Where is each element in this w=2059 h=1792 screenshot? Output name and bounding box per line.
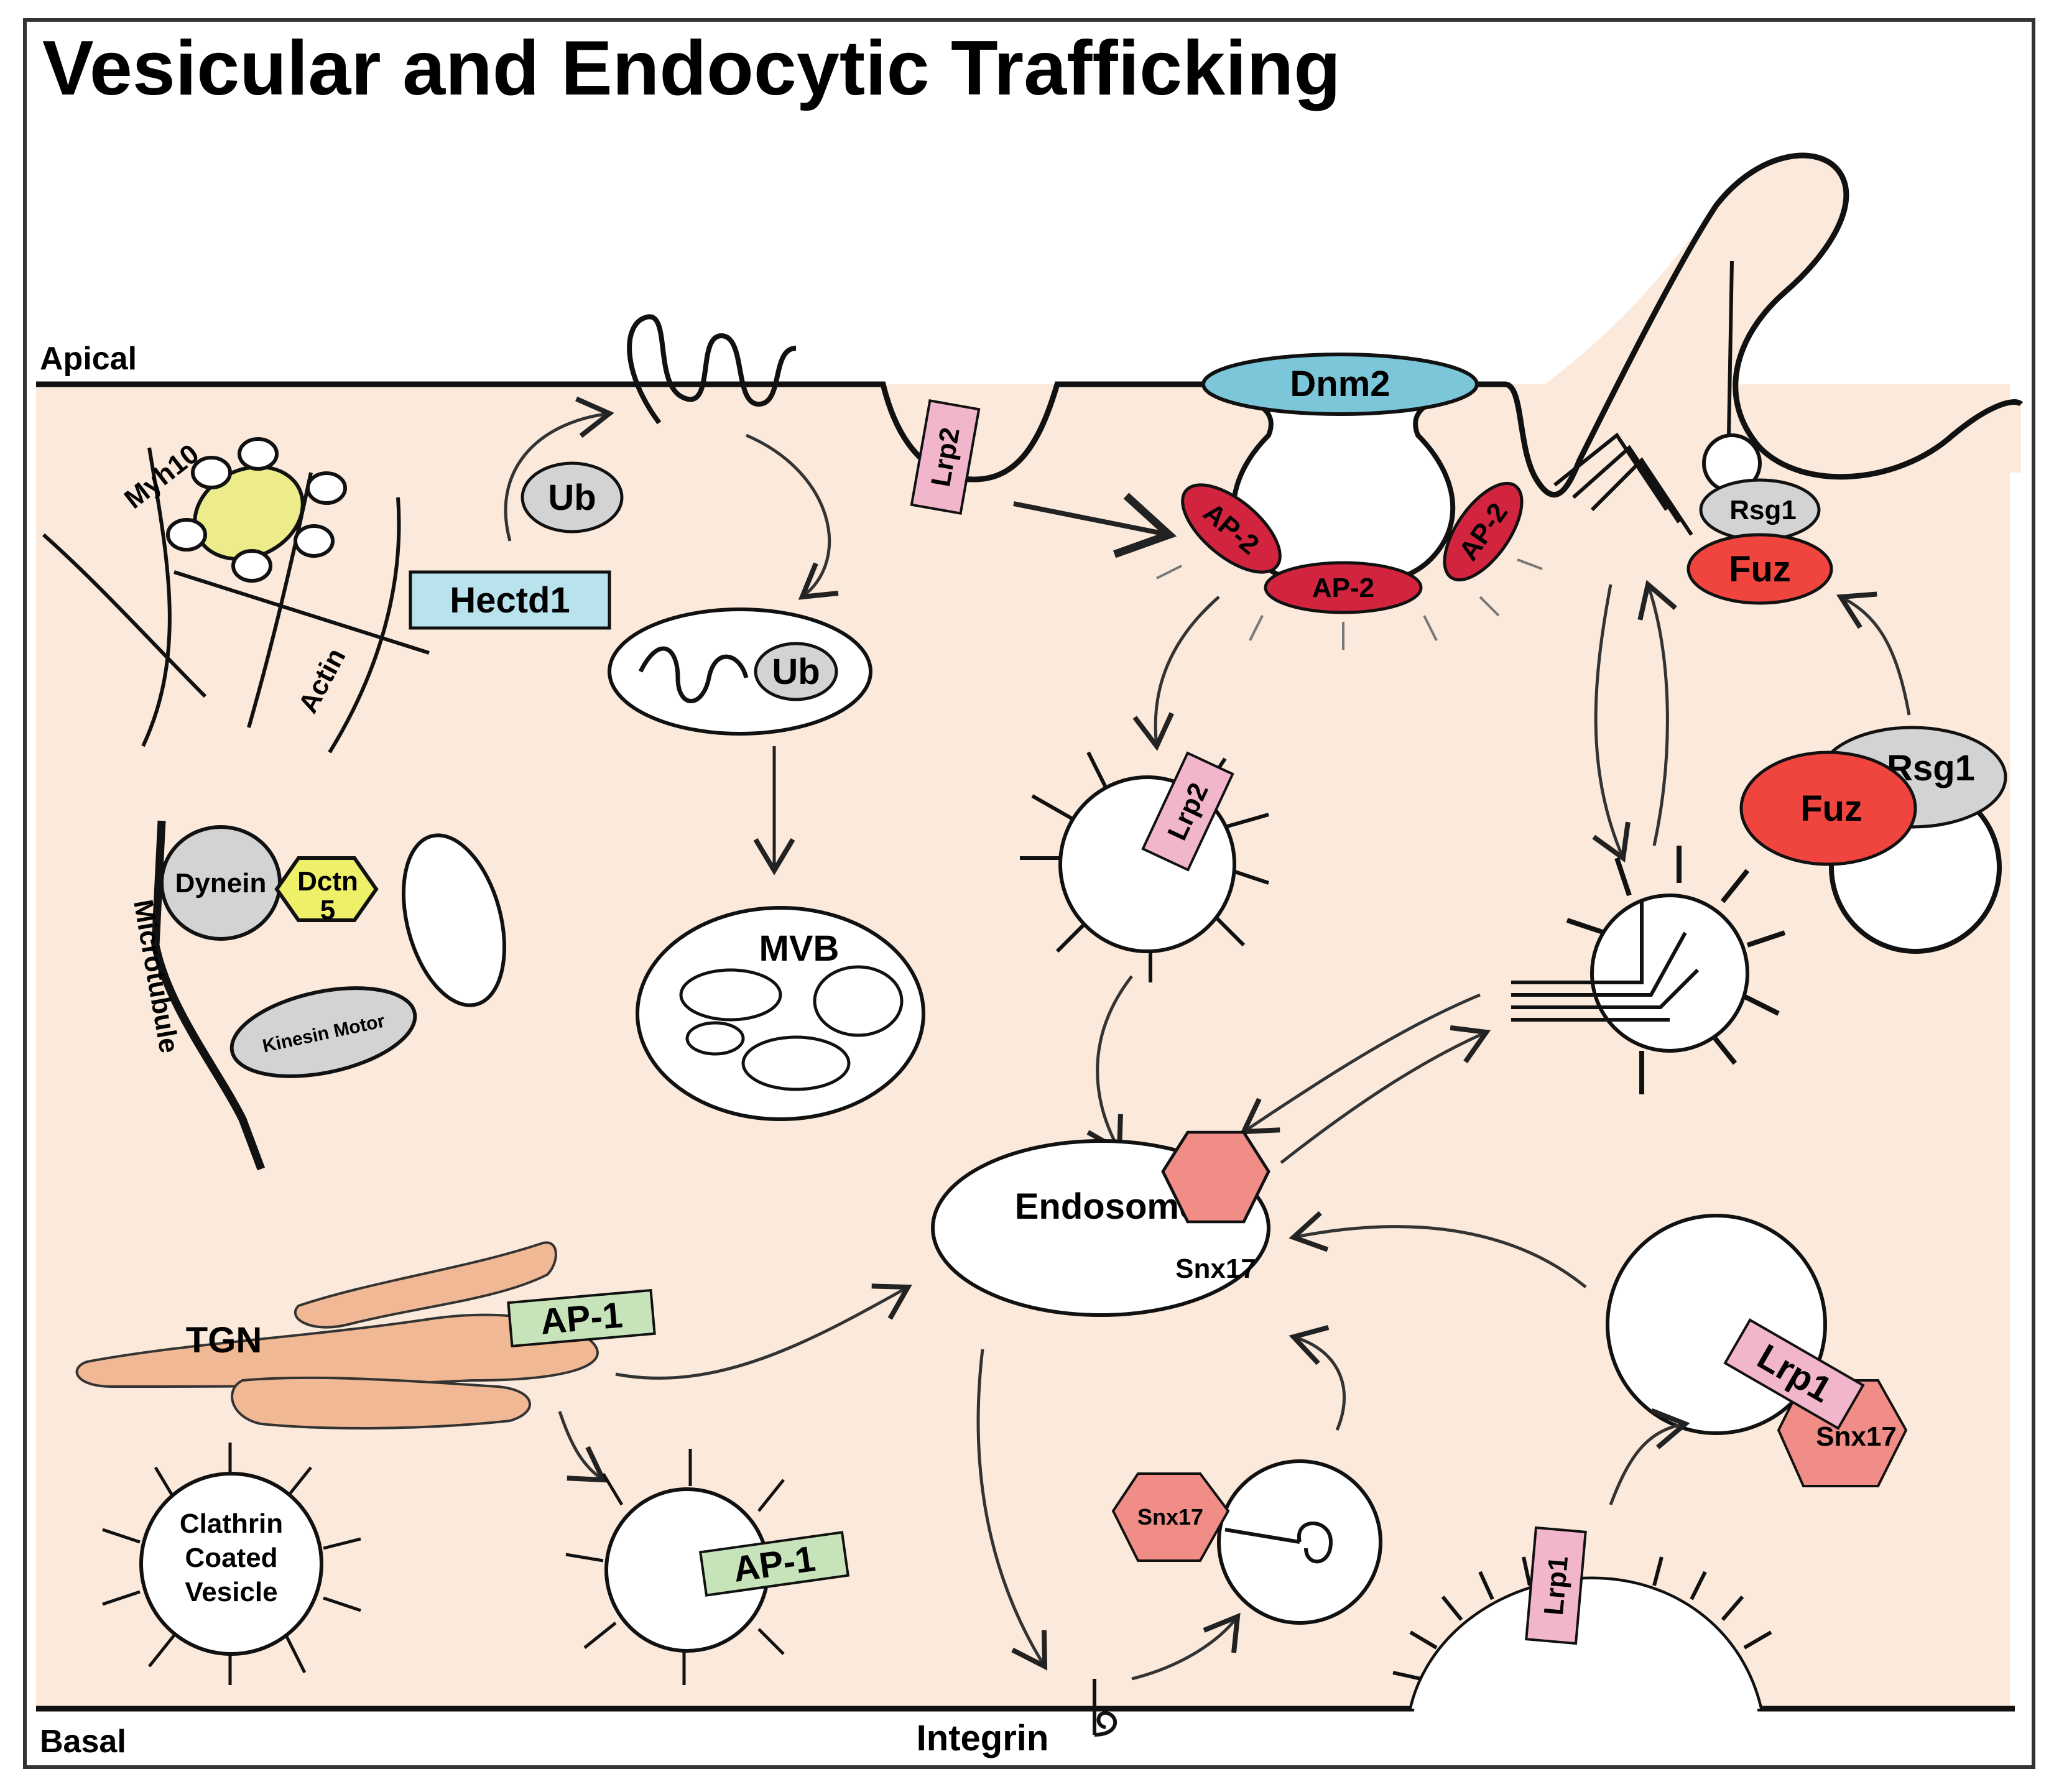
clathrin-label-line2: Coated — [185, 1543, 277, 1573]
actin-network — [42, 447, 430, 754]
dynein-label: Dynein — [175, 868, 267, 898]
ub-vesicle-label: Ub — [772, 652, 820, 692]
ub-free-label: Ub — [548, 478, 596, 518]
pit-to-vesicle-arrow — [1132, 596, 1220, 751]
ub-to-receptor-arrow — [504, 396, 614, 542]
snx17-lrp1-label: Snx17 — [1816, 1421, 1897, 1452]
ap2-bottom — [1264, 561, 1423, 614]
ap2-left — [1181, 483, 1282, 574]
receptor-vesicle — [1590, 894, 1749, 1053]
tgn-to-endosome-arrow — [615, 1283, 912, 1380]
snx17-integrin — [1111, 1472, 1230, 1562]
endosome-label: Endosome — [1015, 1186, 1200, 1227]
dctn5 — [274, 856, 379, 922]
mvb-intraluminal-vesicle — [685, 1021, 745, 1056]
ub-vesicle — [608, 607, 872, 736]
tgn-cisterna-top — [294, 1241, 557, 1329]
receptor-recycle-up-arrow — [1637, 580, 1677, 846]
microtubule — [151, 820, 266, 1171]
dctn5-label-line2: 5 — [320, 895, 335, 925]
membrane-receptor-chevrons — [1553, 432, 1693, 536]
tgn-cisterna-bottom — [231, 1376, 531, 1429]
vesicle-to-endosome-arrow — [1086, 975, 1133, 1155]
ap1-vesicle-coat — [565, 1449, 785, 1685]
ub-vesicle-cargo — [638, 646, 749, 703]
ubiquitinated-receptor — [627, 314, 797, 425]
tgn-cisterna-middle — [75, 1313, 599, 1388]
basal-pit-fill — [1412, 1579, 1760, 1709]
snx17-endosome — [1161, 1130, 1270, 1224]
clathrin-label-line3: Vesicle — [185, 1577, 277, 1607]
lrp1-membrane-receptor — [1525, 1526, 1587, 1645]
snx17-vesicle-to-endosome-arrow — [1289, 1325, 1346, 1431]
receptor-internalize-down-arrow — [1592, 584, 1631, 863]
snx17-integrin-label: Snx17 — [1137, 1504, 1203, 1530]
lrp1-vesicle-receptor — [1723, 1318, 1865, 1430]
fuz-bottom — [1739, 751, 1917, 866]
ap1-tgn-label: AP-1 — [539, 1295, 624, 1342]
fuz-top — [1687, 533, 1833, 605]
cilium-axoneme — [1727, 261, 1734, 436]
dnm2 — [1201, 353, 1479, 416]
ap1-vesicle-adaptor — [698, 1531, 850, 1597]
lrp2-to-pit-arrow — [1013, 492, 1177, 558]
mvb-intraluminal-vesicle — [679, 968, 782, 1022]
integrin-receptor — [1093, 1679, 1117, 1737]
apical-label: Apical — [40, 341, 137, 377]
clathrin-coated-vesicle — [139, 1472, 323, 1656]
mvb-intraluminal-vesicle — [813, 965, 904, 1037]
basal-pit-clathrin-coat — [1392, 1556, 1772, 1681]
mvb-label: MVB — [759, 928, 840, 969]
mvb — [636, 906, 925, 1121]
receptor-vesicle-to-endosome-arrow — [1239, 993, 1481, 1135]
fuz-to-apical-arrow — [1836, 591, 1911, 716]
myh10-complex — [166, 437, 347, 583]
ap1-tgn — [507, 1288, 656, 1348]
lrp1-to-vesicle-arrow — [1609, 1408, 1690, 1505]
fuz-bottom-label: Fuz — [1800, 788, 1862, 829]
mvb-intraluminal-vesicle — [741, 1035, 851, 1091]
integrin-cargo — [1224, 1522, 1333, 1564]
hectd1-label: Hectd1 — [450, 580, 570, 621]
integrin-to-vesicle-arrow — [1131, 1612, 1241, 1681]
cilium-protrusion — [1527, 155, 2021, 477]
vesicle-receptor-chevrons — [1511, 902, 1700, 1022]
basal-label: Basal — [40, 1724, 126, 1760]
integrin-label: Integrin — [917, 1718, 1049, 1758]
endosome-to-receptor-vesicle-arrow — [1280, 1025, 1491, 1164]
ub-free — [521, 461, 624, 533]
ap2-right — [1443, 481, 1524, 582]
lrp1-membrane-label: Lrp1 — [1538, 1554, 1574, 1616]
motor-cargo-vesicle — [401, 833, 507, 1007]
hectd1-box — [409, 570, 611, 630]
lrp2-pit-receptor — [910, 399, 981, 515]
fuz-top-label: Fuz — [1729, 549, 1791, 589]
lrp1-to-endosome-arrow — [1289, 1211, 1587, 1288]
snx17-endosome-label: Snx17 — [1175, 1254, 1256, 1284]
lrp2-vesicle-receptor — [1141, 751, 1234, 872]
tgn-to-ap1-vesicle-arrow — [558, 1411, 608, 1483]
receptor-internalize-arrow — [746, 433, 839, 600]
clathrin-label-line1: Clathrin — [180, 1508, 283, 1539]
rsg1-top-label: Rsg1 — [1729, 495, 1797, 525]
ap2-bottom-label: AP-2 — [1312, 573, 1374, 603]
kinesin-motor — [229, 986, 417, 1078]
diagram-title: Vesicular and Endocytic Trafficking — [42, 25, 1341, 111]
dnm2-label: Dnm2 — [1290, 364, 1390, 404]
dctn5-label-line1: Dctn — [297, 866, 358, 897]
endosome-to-integrin-arrow — [976, 1349, 1048, 1671]
tgn-label: TGN — [186, 1320, 262, 1360]
ub-vesicle-tag — [754, 642, 838, 701]
receptor-vesicle-coat — [1566, 846, 1786, 1094]
